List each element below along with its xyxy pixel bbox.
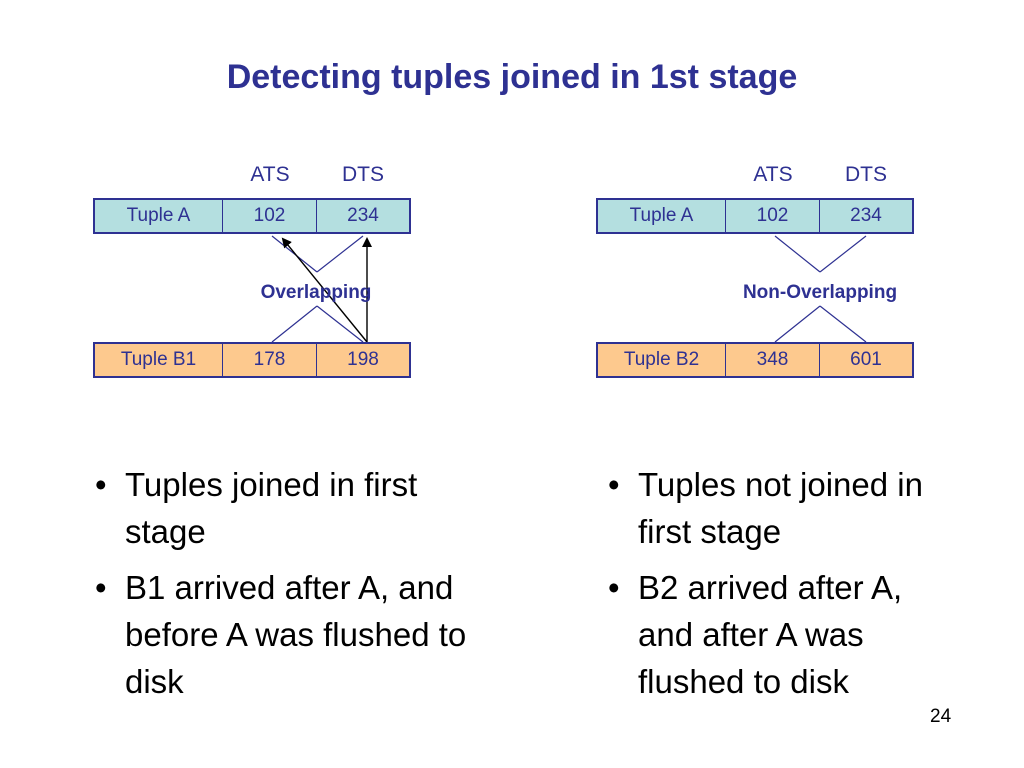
left-tuple-b1-row: Tuple B1 178 198 [93,342,411,378]
right-tuple-a-name: Tuple A [629,205,694,226]
left-dts-header: DTS [342,163,384,186]
page-number: 24 [930,706,952,727]
bullet-marker: • [608,569,620,606]
left-lower-v-line [316,305,364,343]
left-tuple-a-dts: 234 [316,200,409,232]
right-upper-v-line [819,235,867,273]
left-tuple-a-row: Tuple A 102 234 [93,198,411,234]
bullet-text: B1 arrived after A, and before A was flu… [125,569,467,700]
right-bullet-list: • Tuples not joined in first stage • B2 ar… [601,461,956,714]
bullet-text: B2 arrived after A, and after A was flus… [638,569,903,700]
bullet-item: • B2 arrived after A, and after A was flu… [601,564,956,705]
slide-title: Detecting tuples joined in 1st stage [226,58,798,96]
right-tuple-b2-row: Tuple B2 348 601 [596,342,914,378]
bullet-marker: • [95,466,107,503]
right-lower-v-line [819,305,867,343]
left-bullet-list: • Tuples joined in first stage • B1 arrive… [88,461,478,714]
bullet-item: • Tuples joined in first stage [88,461,478,555]
left-lower-v-line [271,305,318,343]
right-tuple-b2-ats: 348 [725,344,819,376]
right-lower-v-line [774,305,821,343]
right-relation-label: Non-Overlapping [742,282,898,303]
left-tuple-b1-dts: 198 [316,344,409,376]
bullet-marker: • [608,466,620,503]
bullet-item: • B1 arrived after A, and before A was fl… [88,564,478,705]
left-tuple-b1-ats: 178 [222,344,316,376]
right-tuple-a-row: Tuple A 102 234 [596,198,914,234]
right-ats-header: ATS [753,163,793,186]
left-relation-label: Overlapping [260,282,372,303]
left-tuple-a-name: Tuple A [126,205,191,226]
right-tuple-a-ats: 102 [725,200,819,232]
left-tuple-b1-name: Tuple B1 [120,349,197,370]
bullet-item: • Tuples not joined in first stage [601,461,956,555]
right-tuple-b2-dts: 601 [819,344,912,376]
left-upper-v-line [316,235,364,273]
bullet-text: Tuples joined in first stage [125,466,418,550]
right-dts-header: DTS [845,163,887,186]
bullet-marker: • [95,569,107,606]
right-tuple-a-dts: 234 [819,200,912,232]
right-upper-v-line [774,235,821,273]
right-tuple-b2-name: Tuple B2 [623,349,700,370]
arrow-b1-ats-to-a-ats [281,237,368,343]
left-tuple-a-ats: 102 [222,200,316,232]
left-ats-header: ATS [250,163,290,186]
bullet-text: Tuples not joined in first stage [638,466,923,550]
